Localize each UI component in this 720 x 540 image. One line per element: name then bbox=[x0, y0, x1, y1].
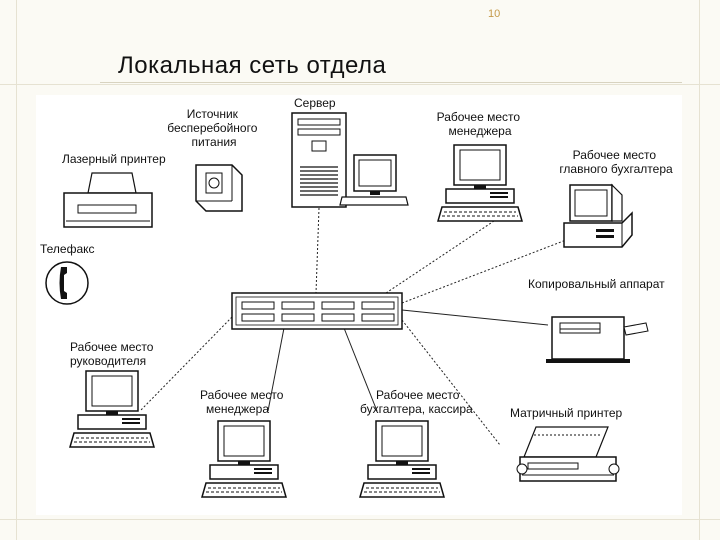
label-head: Рабочее место руководителя bbox=[70, 340, 157, 368]
label-manager-top: Рабочее место менеджера bbox=[437, 110, 524, 138]
label-telefax: Телефакс bbox=[40, 242, 95, 256]
label-copier: Копировальный аппарат bbox=[528, 277, 665, 291]
pc-manager-bottom-icon bbox=[201, 420, 287, 498]
frame-line-top bbox=[0, 84, 720, 85]
dot-printer-icon bbox=[516, 426, 620, 482]
pc-chief-accountant-icon bbox=[563, 183, 633, 248]
label-accountant-cashier: Рабочее место бухгалтера, кассира bbox=[360, 388, 473, 416]
network-diagram: Сервер Источник бесперебойного питания Л… bbox=[36, 95, 682, 515]
label-manager-bottom: Рабочее место менеджера bbox=[200, 388, 287, 416]
telefax-icon bbox=[45, 261, 89, 305]
pc-accountant-cashier-icon bbox=[359, 420, 445, 498]
label-ups: Источник бесперебойного питания bbox=[167, 107, 260, 149]
server-icon bbox=[291, 112, 409, 208]
frame-line-bottom bbox=[0, 519, 720, 520]
frame-line-left bbox=[16, 0, 17, 540]
label-laser-printer: Лазерный принтер bbox=[62, 152, 166, 166]
network-links bbox=[139, 207, 567, 446]
frame-line-right bbox=[699, 0, 700, 540]
pc-manager-top-icon bbox=[437, 144, 523, 222]
copier-icon bbox=[546, 316, 649, 363]
title-underline bbox=[100, 82, 682, 83]
laser-printer-icon bbox=[63, 172, 153, 228]
label-server: Сервер bbox=[294, 96, 336, 110]
label-chief-accountant: Рабочее место главного бухгалтера bbox=[559, 148, 673, 176]
slide-title: Локальная сеть отдела bbox=[118, 52, 387, 79]
network-hub bbox=[231, 292, 403, 330]
slide-number: 10 bbox=[488, 8, 501, 20]
label-dot-printer: Матричный принтер bbox=[510, 406, 622, 420]
ups-icon bbox=[195, 164, 243, 212]
